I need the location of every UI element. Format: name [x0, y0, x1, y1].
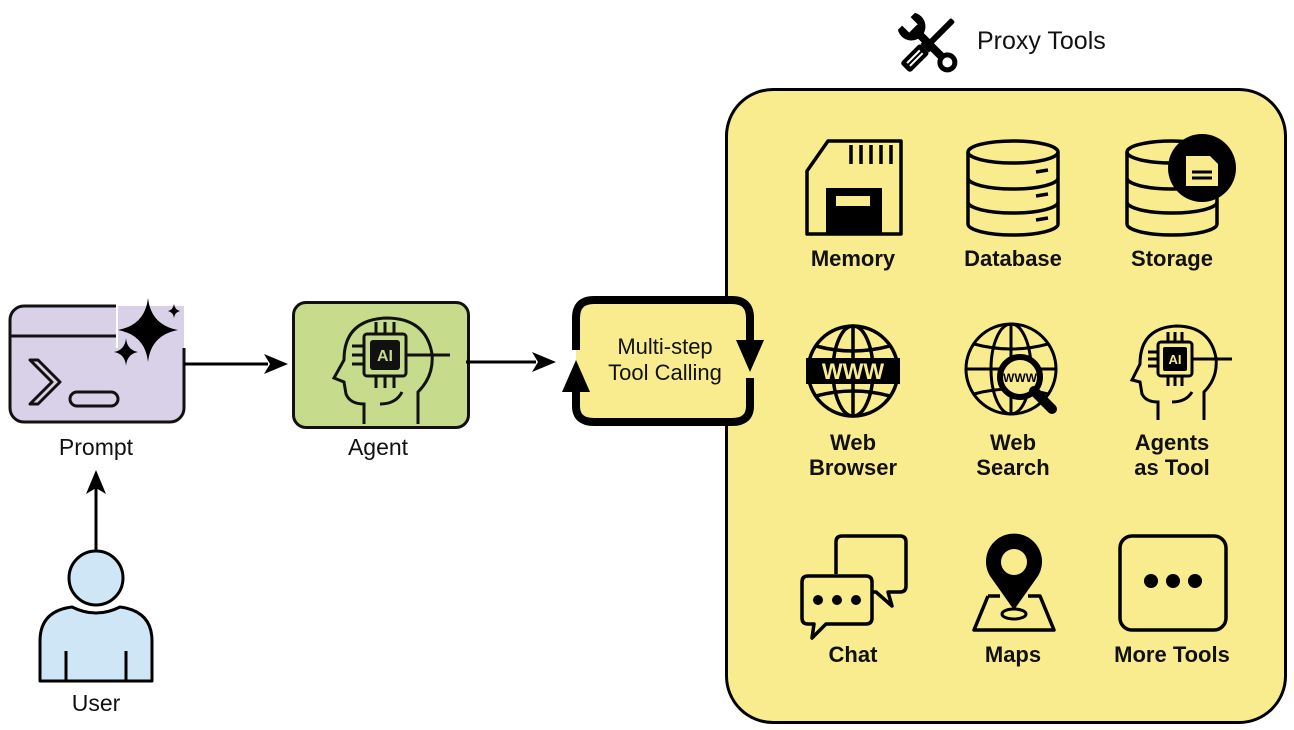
tool-label-line1: Web [829, 430, 877, 455]
tool-label-line1: Web [989, 430, 1037, 455]
arrowhead-icon [532, 352, 556, 372]
loop-arrow-down-icon [736, 340, 764, 372]
arrowhead-icon [86, 470, 106, 494]
tool-label-agents-as-tool: Agents as Tool [1092, 430, 1252, 480]
tool-label-web-browser: Web Browser [773, 430, 933, 480]
loop-label: Multi-step Tool Calling [580, 334, 750, 386]
sparkle-icon [118, 298, 178, 362]
agent-label: Agent [347, 434, 409, 460]
tool-label-chat: Chat [828, 642, 878, 667]
chat-bubbles-icon [800, 534, 908, 640]
wrench-screwdriver-icon [897, 12, 958, 73]
ai-chip-text: AI [377, 348, 393, 365]
tool-label-line2: Search [976, 455, 1050, 480]
tool-label-memory: Memory [810, 246, 896, 271]
user-node[interactable] [38, 549, 156, 683]
tool-label-line1: Agents [1134, 430, 1210, 455]
tool-label-web-search: Web Search [933, 430, 1093, 480]
memory-card-icon [805, 139, 903, 236]
database-icon [966, 139, 1060, 237]
chevron-prompt-icon [28, 358, 62, 406]
edge-prompt-to-agent [184, 354, 288, 374]
prompt-label: Prompt [58, 434, 134, 460]
ai-head-icon: AI [331, 316, 450, 424]
tool-label-storage: Storage [1131, 246, 1213, 271]
map-pin-icon [972, 533, 1056, 632]
ai-head-icon: AI [1129, 324, 1232, 420]
storage-icon [1125, 134, 1236, 237]
tool-label-line2: Browser [808, 455, 898, 480]
www-badge-text: WWW [822, 359, 885, 384]
web-search-icon: WWW [964, 322, 1058, 416]
prompt-node[interactable] [8, 298, 188, 426]
loop-arrow-up-icon [562, 360, 590, 392]
tool-label-maps: Maps [984, 642, 1042, 667]
ai-chip-text: AI [1169, 352, 1182, 367]
tool-label-database: Database [964, 246, 1062, 271]
more-tools-icon [1118, 534, 1228, 632]
tool-label-line2: as Tool [1134, 455, 1210, 480]
multi-step-loop-node[interactable] [560, 294, 770, 430]
web-browser-globe-icon: WWW [806, 324, 900, 418]
edge-agent-to-loop [466, 352, 556, 372]
loop-label-line1: Multi-step [617, 334, 713, 359]
proxy-tools-title: Proxy Tools [977, 27, 1106, 55]
arrowhead-icon [264, 354, 288, 374]
tool-label-more-tools: More Tools [1114, 642, 1230, 667]
edge-user-to-prompt [86, 470, 106, 552]
www-badge-text: WWW [1003, 371, 1038, 385]
user-label: User [71, 690, 121, 716]
loop-label-line2: Tool Calling [608, 360, 722, 385]
